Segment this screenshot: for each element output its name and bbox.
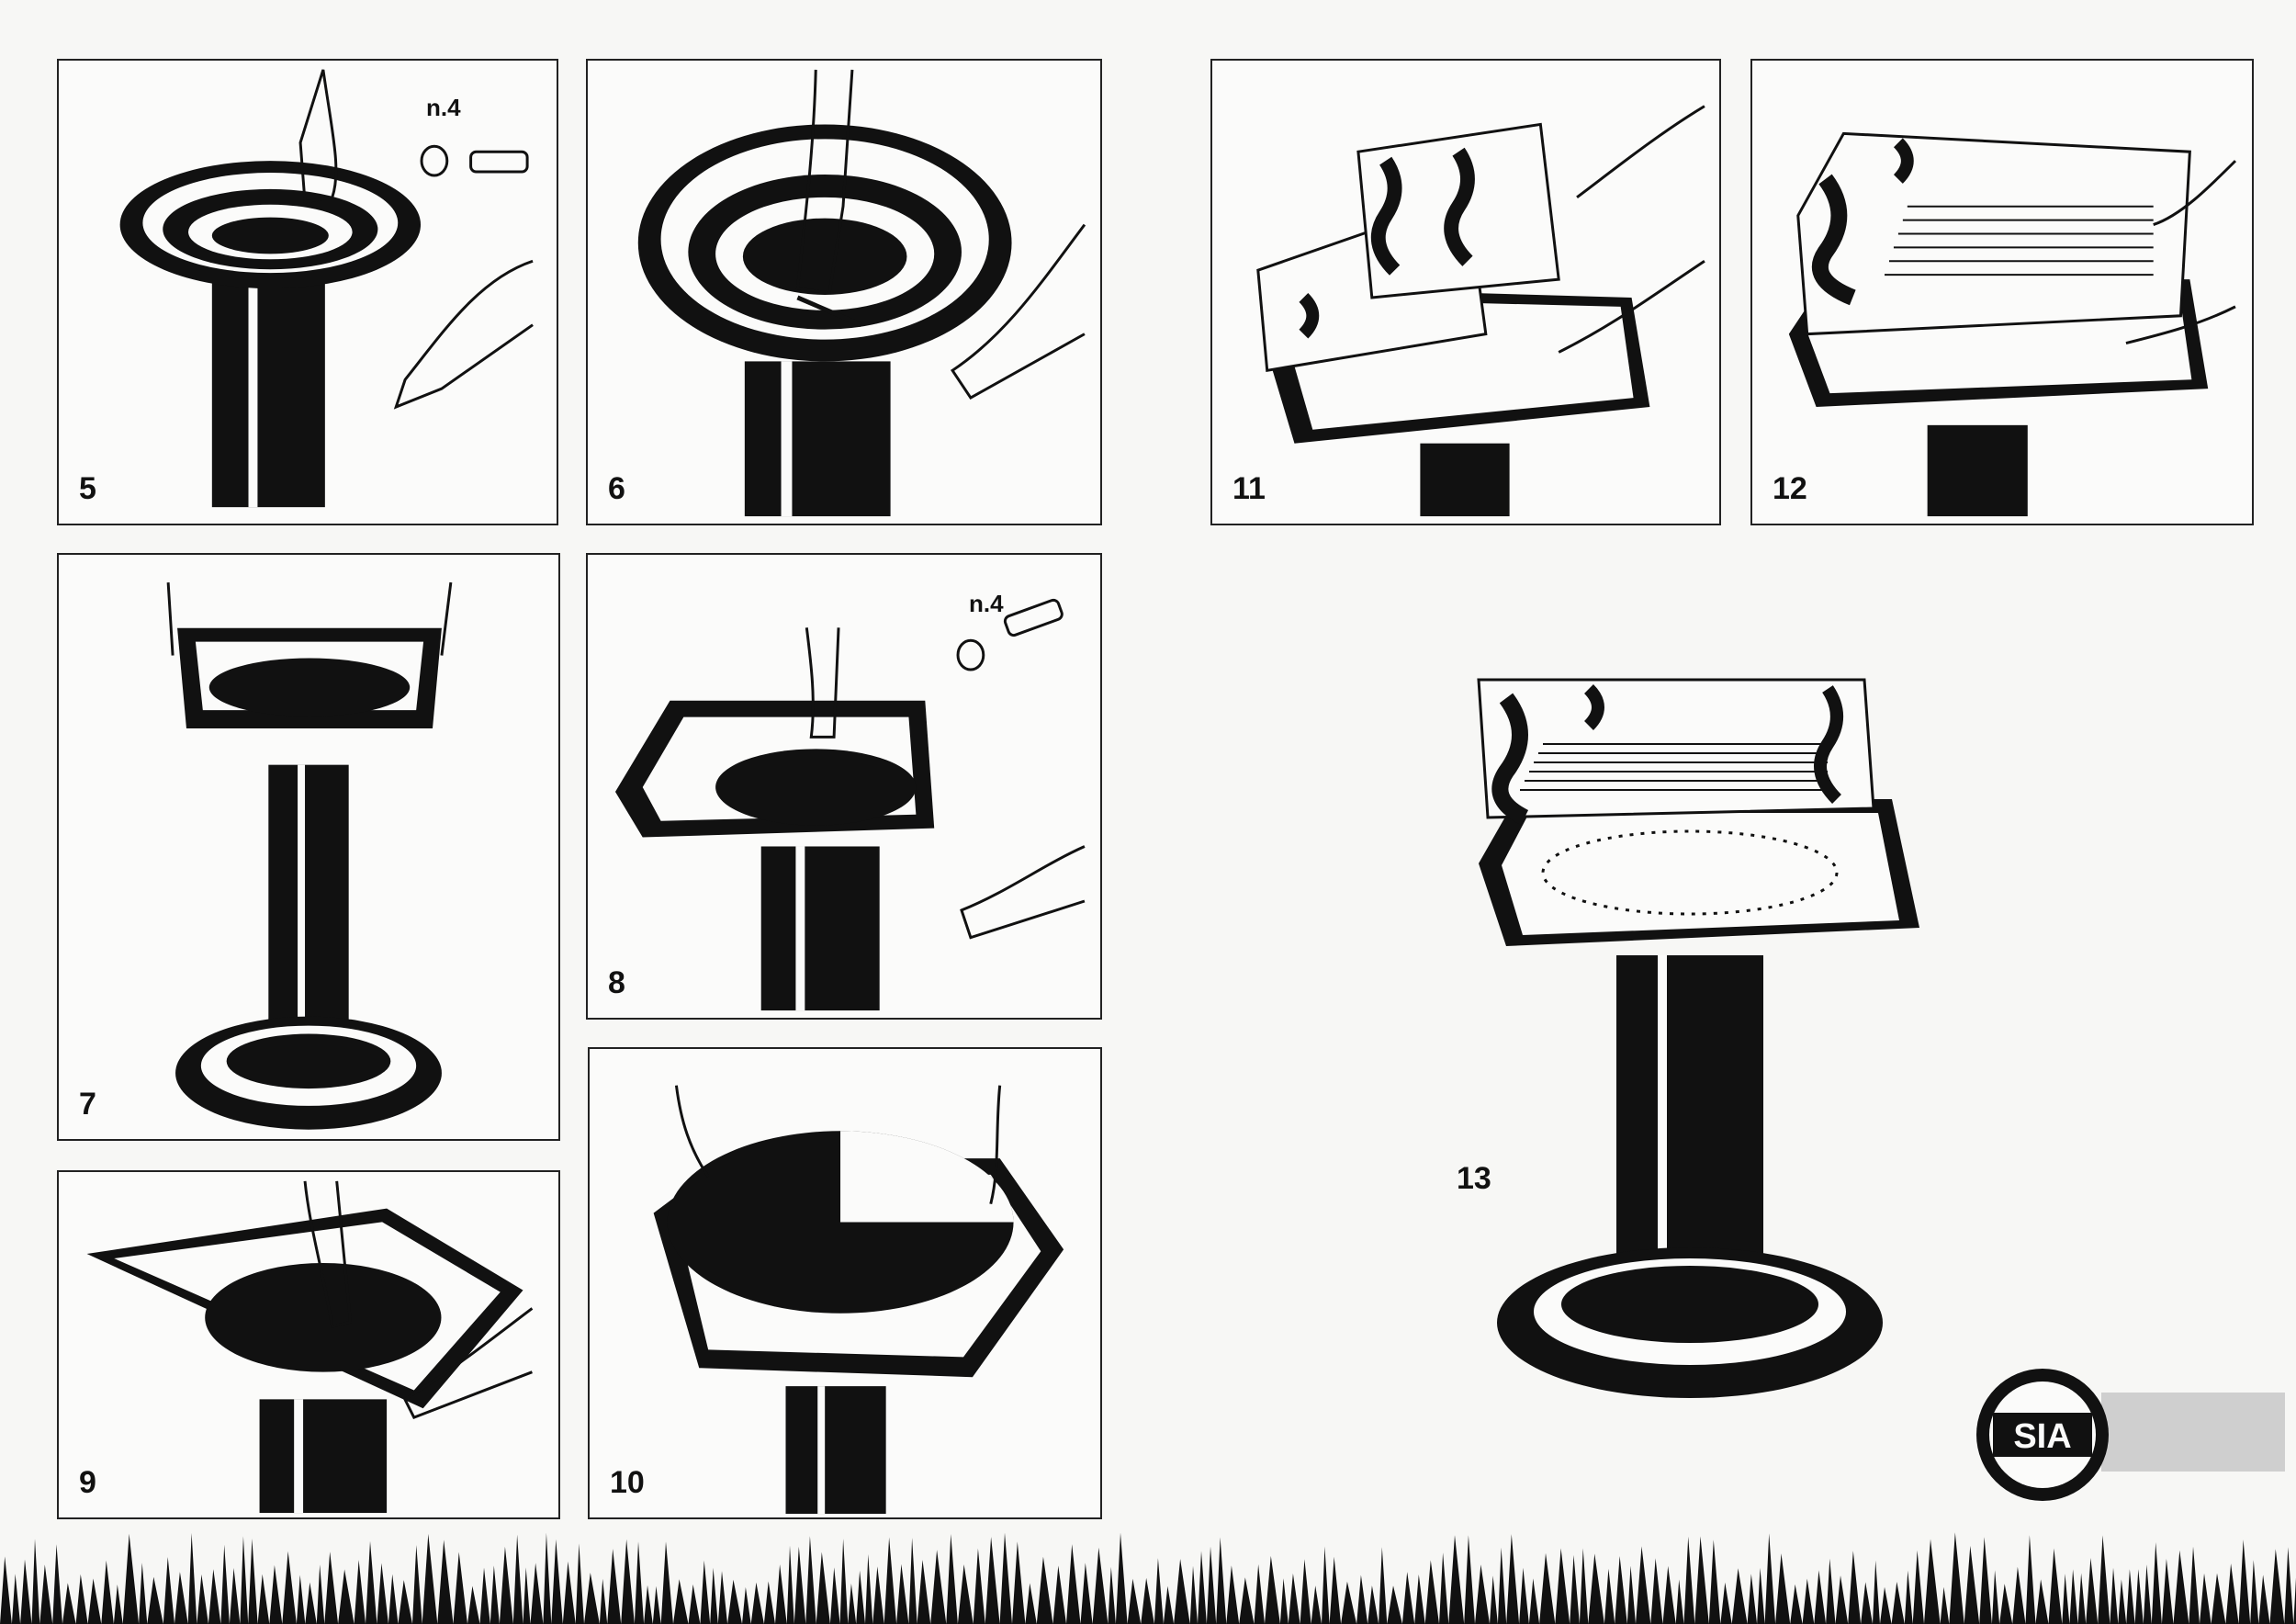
step-7-illustration <box>166 581 453 1130</box>
sia-logo: SIA <box>1976 1369 2109 1501</box>
step-number: 5 <box>79 471 96 506</box>
step-5-illustration <box>119 69 534 508</box>
step-10-illustration <box>653 1085 1064 1515</box>
step-8-illustration <box>614 598 1086 1011</box>
step-6-illustration <box>637 69 1086 517</box>
step-panel-5: n.4 5 <box>57 59 558 525</box>
step-number: 6 <box>608 471 625 506</box>
step-number: 10 <box>610 1465 645 1500</box>
step-12-illustration <box>1788 131 2237 517</box>
grass-border <box>0 1532 2296 1624</box>
step-panel-12: 12 <box>1750 59 2254 525</box>
step-panel-9: 9 <box>57 1170 560 1519</box>
logo-band <box>2101 1393 2285 1472</box>
step-number: 8 <box>608 965 625 1000</box>
step-number-13: 13 <box>1457 1161 1491 1196</box>
step-number: 12 <box>1773 471 1807 506</box>
bolt-quantity-label: n.4 <box>969 590 1004 617</box>
step-panel-6: 6 <box>586 59 1102 525</box>
step-panel-7: 7 <box>57 553 560 1141</box>
step-panel-8: n.4 8 <box>586 553 1102 1020</box>
step-number: 11 <box>1232 471 1266 506</box>
step-9-illustration <box>86 1180 534 1514</box>
step-number: 9 <box>79 1465 96 1500</box>
step-number: 7 <box>79 1087 96 1122</box>
bolt-quantity-label: n.4 <box>426 94 461 121</box>
assembled-barbecue-illustration <box>1477 678 1919 1398</box>
step-11-illustration <box>1256 105 1705 517</box>
step-panel-11: 11 <box>1210 59 1721 525</box>
logo-text: SIA <box>2013 1417 2071 1456</box>
step-panel-10: 10 <box>588 1047 1102 1519</box>
